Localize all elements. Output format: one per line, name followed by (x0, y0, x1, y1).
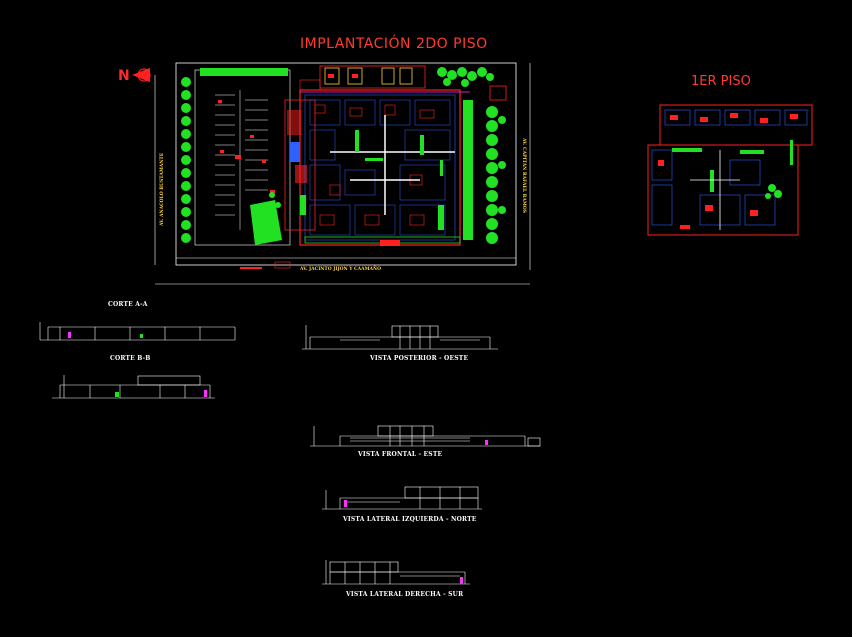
caption-vista-frontal: VISTA FRONTAL - ESTE (358, 451, 443, 458)
street-label-bottom: AV. JACINTO JIJON Y CAAMAÑO (300, 267, 382, 272)
caption-vista-derecha: VISTA LATERAL DERECHA - SUR (346, 591, 464, 598)
caption-corte-aa: CORTE A-A (108, 301, 148, 308)
elevation-frontal (310, 425, 541, 447)
elevation-lateral-izquierda (322, 486, 482, 510)
elevation-posterior (302, 325, 498, 350)
first-floor-plan (647, 104, 813, 236)
section-b-b (52, 375, 215, 399)
main-plan-title: IMPLANTACIÓN 2DO PISO (300, 36, 488, 52)
caption-corte-bb: CORTE B-B (110, 355, 151, 362)
north-arrow-icon (132, 68, 151, 82)
north-label: N (118, 68, 130, 84)
street-label-left: AV. ANACOLO BUSTAMANTE (160, 152, 165, 226)
section-a-a (39, 322, 236, 341)
street-label-right: AV. CAPITAN RAFAEL RAMOS (521, 138, 526, 214)
main-site-plan (154, 62, 531, 285)
caption-vista-posterior: VISTA POSTERIOR - OESTE (370, 355, 469, 362)
caption-vista-izquierda: VISTA LATERAL IZQUIERDA - NORTE (343, 516, 477, 523)
left-trees (181, 77, 191, 243)
elevation-lateral-derecha (322, 560, 470, 585)
first-floor-title: 1ER PISO (691, 74, 751, 89)
right-trees (463, 100, 506, 244)
